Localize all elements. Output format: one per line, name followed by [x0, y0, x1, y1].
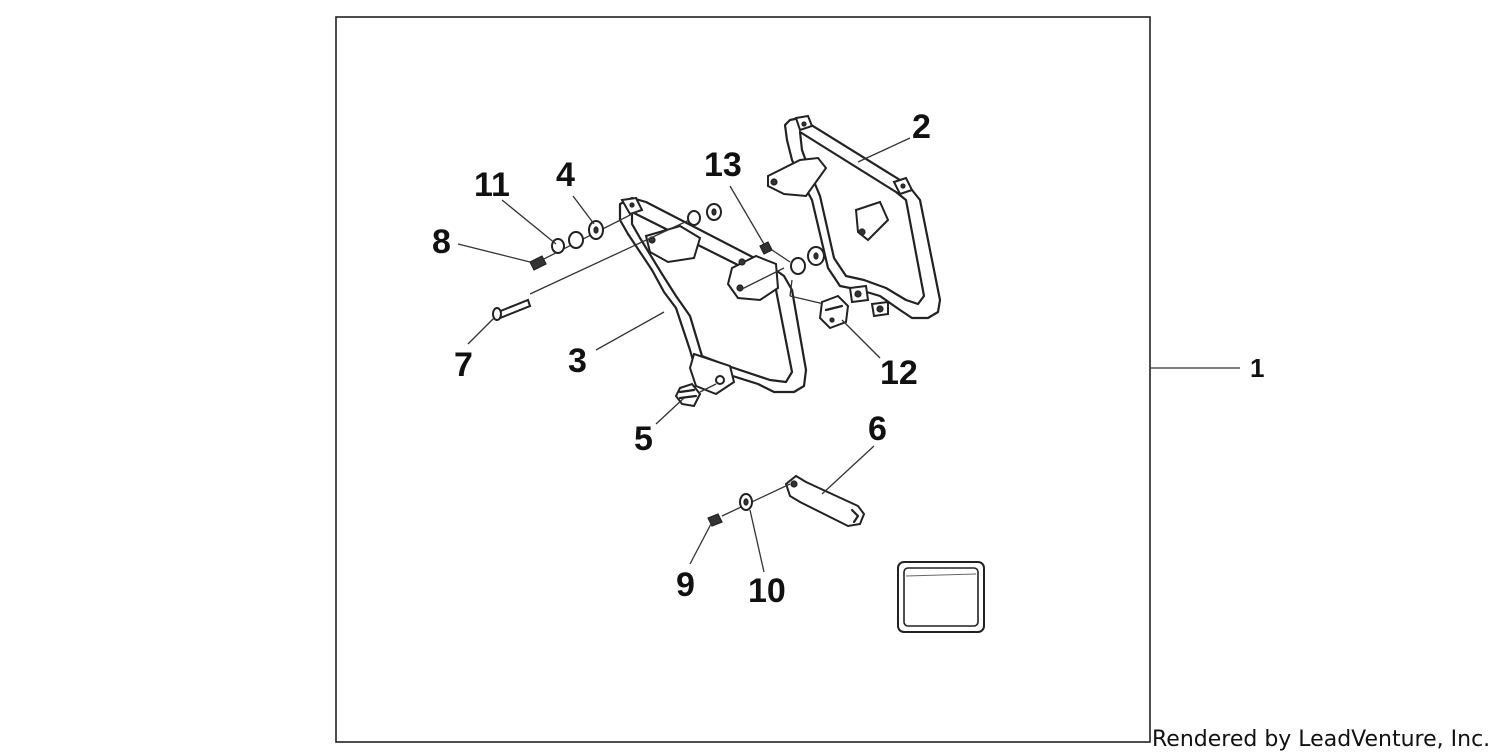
part-5-nut [674, 382, 717, 408]
leader-line-12 [841, 319, 881, 359]
leader-line-4 [572, 195, 595, 225]
part-8-bolt [529, 209, 641, 271]
top-washers [687, 203, 722, 226]
leader-line-3 [595, 311, 665, 351]
callout-8: 8 [432, 223, 451, 261]
mid-washers [739, 246, 825, 291]
callout-9: 9 [676, 566, 695, 604]
part-13-screw [759, 241, 791, 263]
leader-line-5 [655, 397, 685, 425]
callout-7: 7 [454, 346, 473, 384]
callout-6: 6 [868, 410, 887, 448]
label-plate [897, 561, 985, 633]
leader-line-7 [467, 317, 495, 345]
callout-1: 1 [1250, 353, 1264, 383]
callout-5: 5 [634, 420, 653, 458]
part-3-bracket [618, 196, 808, 396]
render-credit: Rendered by LeadVenture, Inc. [1152, 727, 1490, 752]
callout-12: 12 [880, 354, 918, 392]
leader-line-13 [729, 185, 765, 245]
callout-3: 3 [568, 342, 587, 380]
callout-11: 11 [474, 166, 510, 204]
part-12-clip [789, 279, 850, 330]
leader-line-6 [821, 445, 875, 495]
diagram-frame [335, 16, 1151, 743]
part-11-washer [551, 231, 584, 254]
callout-10: 10 [748, 572, 786, 610]
part-9-bolt [707, 513, 723, 527]
leader-line-10 [749, 509, 765, 573]
callout-2: 2 [912, 108, 931, 146]
leader-line-11 [501, 199, 557, 245]
part-4-collar [588, 220, 604, 240]
leader-line-2 [857, 137, 911, 163]
leader-line-9 [689, 521, 713, 565]
callout-13: 13 [704, 146, 742, 184]
part-2-bracket [767, 114, 942, 320]
leader-line-8 [457, 243, 531, 263]
part-7-long-bolt [492, 215, 699, 321]
part-6-arm [721, 474, 866, 528]
part-10-washer [739, 493, 753, 511]
callout-4: 4 [556, 156, 575, 194]
